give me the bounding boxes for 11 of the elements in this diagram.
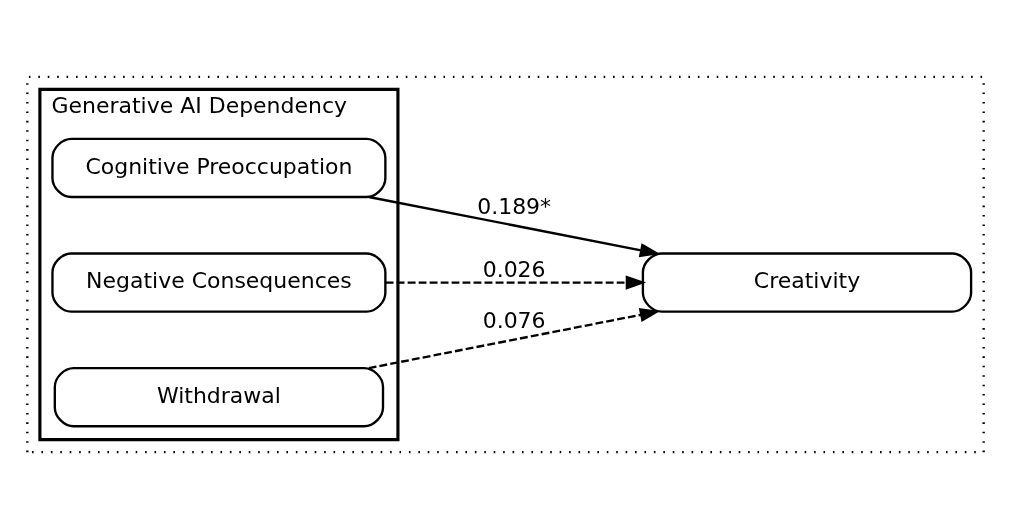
node-box: Withdrawal [53,366,385,428]
edge-label: 0.076 [482,308,546,334]
node-box: Negative Consequences [51,252,387,313]
cluster [26,75,985,454]
node-box: Cognitive Preoccupation [51,137,387,199]
arrow [368,307,661,370]
node-box: Creativity [641,252,973,313]
edge-label: 0.026 [482,256,546,282]
arrow [368,195,661,258]
edge-label: 0.189* [477,193,552,219]
arrow [385,275,647,290]
